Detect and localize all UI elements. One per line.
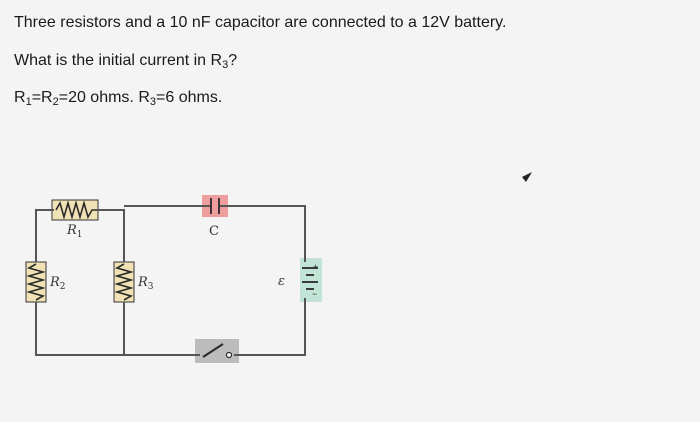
given-end: =6 ohms. — [156, 89, 223, 106]
question-mark: ? — [228, 52, 238, 69]
cursor-icon — [522, 172, 532, 182]
capacitor-highlight — [202, 195, 228, 217]
resistor-values: R1=R2=20 ohms. R3=6 ohms. — [14, 88, 222, 108]
wire-left-bottom — [35, 302, 125, 356]
battery — [302, 267, 318, 290]
wire-top-center — [96, 209, 125, 262]
capacitor — [210, 198, 220, 214]
battery-plus-label: + — [313, 262, 318, 272]
wire-top-right — [220, 205, 306, 262]
given-r2-sub: 2 — [52, 96, 59, 108]
r1-resistor — [55, 200, 96, 220]
given-r1: R — [14, 89, 26, 106]
switch — [202, 343, 233, 359]
emf-label: ε — [278, 274, 285, 289]
given-r2: =R — [31, 89, 53, 106]
switch-highlight — [195, 339, 239, 363]
question-sub: 3 — [222, 59, 229, 71]
given-r3: =20 ohms. R — [58, 89, 150, 106]
question-text: What is the initial current in R — [14, 52, 223, 69]
question-line-1: Three resistors and a 10 nF capacitor ar… — [14, 14, 507, 31]
battery-minus-label: − — [312, 289, 317, 299]
battery-highlight — [300, 258, 322, 302]
r3-resistor — [114, 263, 134, 301]
wire-left-top — [35, 209, 54, 262]
r1-label: R1 — [66, 223, 83, 240]
r3-label: R3 — [137, 275, 154, 292]
question-line-2: What is the initial current in R3? — [14, 51, 237, 71]
wire-right-bottom — [234, 298, 306, 356]
given-r3-sub: 3 — [149, 96, 156, 108]
capacitor-label: C — [209, 224, 219, 239]
r2-resistor — [26, 263, 46, 301]
r2-label: R2 — [49, 275, 66, 292]
given-r1-sub: 1 — [25, 96, 32, 108]
